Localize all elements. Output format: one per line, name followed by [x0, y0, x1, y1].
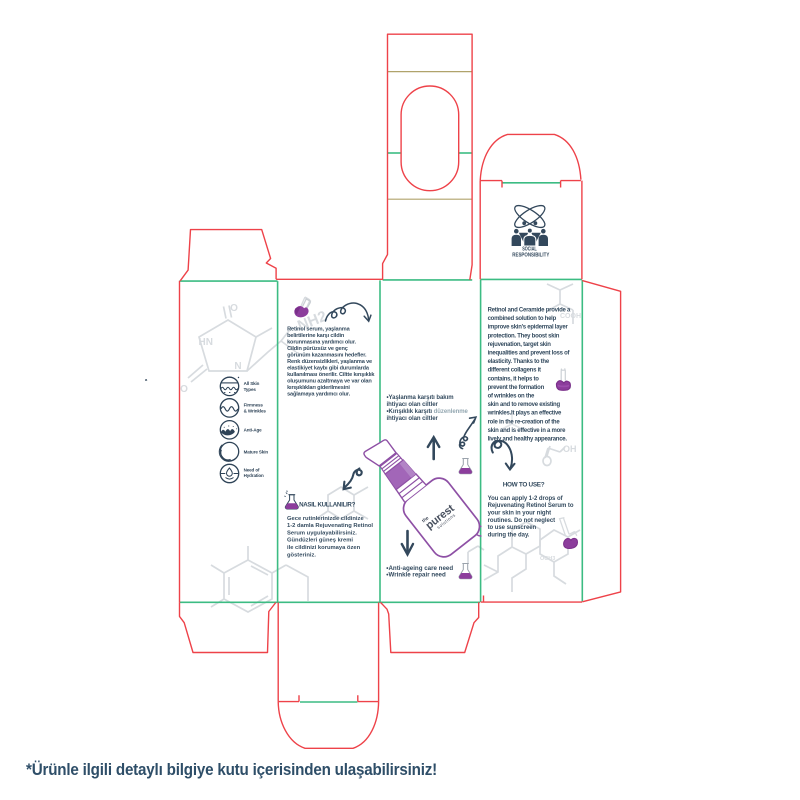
svg-text:•Yaşlanma karşıtı bakım: •Yaşlanma karşıtı bakım	[387, 395, 454, 401]
svg-text:the: the	[421, 515, 430, 524]
svg-text:NASIL KULLANILIR?: NASIL KULLANILIR?	[299, 501, 355, 508]
svg-text:OCH3: OCH3	[540, 556, 555, 562]
svg-text:lively and healthy appearance.: lively and healthy appearance.	[488, 437, 568, 443]
svg-text:Serum uygulayabilirsiniz.: Serum uygulayabilirsiniz.	[287, 530, 357, 536]
svg-text:Retinol serum, yaşlanma: Retinol serum, yaşlanma	[287, 326, 350, 332]
svg-text:N: N	[234, 361, 241, 372]
svg-text:rejuvenation, target skin: rejuvenation, target skin	[488, 342, 552, 348]
svg-text:belirtilerine karşı cildin: belirtilerine karşı cildin	[287, 333, 345, 339]
svg-text:You can apply 1-2 drops of: You can apply 1-2 drops of	[488, 496, 564, 502]
svg-text:Mature Skin: Mature Skin	[244, 449, 269, 454]
svg-text:•Wrinkle repair need: •Wrinkle repair need	[386, 572, 446, 579]
svg-text:O: O	[230, 303, 238, 314]
svg-text:ihtiyacı olan ciltler: ihtiyacı olan ciltler	[387, 402, 439, 408]
svg-text:sağlamaya yardımcı olur.: sağlamaya yardımcı olur.	[287, 391, 351, 397]
svg-text:COOH: COOH	[560, 313, 581, 320]
svg-text:kırışıklıkları giderilmesini: kırışıklıkları giderilmesini	[287, 385, 350, 391]
svg-text:HOW TO USE?: HOW TO USE?	[503, 481, 545, 488]
svg-text:HN: HN	[199, 337, 213, 348]
svg-text:ihtiyacı olan ciltler: ihtiyacı olan ciltler	[387, 416, 439, 422]
svg-text:different collagens it: different collagens it	[488, 368, 541, 374]
svg-text:during the day.: during the day.	[488, 532, 530, 538]
svg-text:elastikiyet kaybı gibi durumla: elastikiyet kaybı gibi durumlarda	[287, 365, 370, 371]
svg-text:of wrinkles on the: of wrinkles on the	[488, 394, 535, 400]
svg-text:protection. They boost skin: protection. They boost skin	[488, 333, 560, 339]
svg-text:Need of: Need of	[244, 467, 260, 472]
svg-text:SOCIAL: SOCIAL	[522, 247, 537, 253]
svg-text:kullanılması önerilir. Ciltte: kullanılması önerilir. Ciltte kırışıklık	[287, 372, 375, 378]
svg-text:Renk düzensizlikleri, yaşlanma: Renk düzensizlikleri, yaşlanma ve	[287, 359, 372, 365]
svg-text:skin and to remove existing: skin and to remove existing	[488, 402, 561, 408]
svg-text:Retinol and Ceramide provide a: Retinol and Ceramide provide a	[488, 308, 571, 314]
svg-text:Gece rutinlerinizde cildinize: Gece rutinlerinizde cildinize	[287, 516, 364, 522]
svg-text:All Skin: All Skin	[244, 381, 260, 386]
svg-text:O: O	[180, 384, 188, 395]
svg-text:gösteriniz.: gösteriniz.	[287, 552, 316, 558]
svg-text:role in the re-creation of the: role in the re-creation of the	[488, 419, 561, 425]
svg-text:routines. Do not neglect: routines. Do not neglect	[488, 518, 556, 524]
svg-text:improve skin's epidermal layer: improve skin's epidermal layer	[488, 325, 569, 331]
svg-text:Gündüzleri güneş kremi: Gündüzleri güneş kremi	[287, 538, 353, 544]
svg-text:prevent the formation: prevent the formation	[488, 385, 545, 391]
svg-text:Rejuvenating Retinol Serum to: Rejuvenating Retinol Serum to	[488, 503, 574, 509]
svg-text:korunmasına yardımcı olur.: korunmasına yardımcı olur.	[287, 339, 356, 345]
svg-text:1-2 damla Rejuvenating Retinol: 1-2 damla Rejuvenating Retinol	[287, 523, 373, 529]
svg-text:OH: OH	[563, 444, 577, 454]
svg-text:inequalities and prevent loss: inequalities and prevent loss of	[488, 351, 571, 357]
svg-text:skin and is effective in a mor: skin and is effective in a more	[488, 428, 567, 434]
svg-text:görünüm kazanmasını hedefler.: görünüm kazanmasını hedefler.	[287, 352, 367, 358]
svg-text:Types: Types	[244, 387, 257, 392]
svg-text:combined solution to help: combined solution to help	[488, 316, 557, 322]
svg-text:oluşumunu azaltmaya ve var ola: oluşumunu azaltmaya ve var olan	[287, 378, 372, 384]
svg-text:& Wrinkles: & Wrinkles	[244, 409, 267, 414]
svg-text:contains, it helps to: contains, it helps to	[488, 376, 540, 382]
svg-text:your skin in your night: your skin in your night	[488, 511, 552, 517]
svg-text:Anti-Age: Anti-Age	[244, 428, 263, 433]
svg-text:•Anti-ageing care need: •Anti-ageing care need	[386, 565, 453, 572]
svg-text:to use sunscreen: to use sunscreen	[488, 525, 537, 531]
svg-text:RESPONSIBILITY: RESPONSIBILITY	[512, 252, 549, 258]
svg-text:a: a	[145, 377, 148, 382]
svg-text:wrinkles.It plays an effective: wrinkles.It plays an effective	[487, 411, 562, 417]
svg-text:Cildin pürüzsüz ve genç: Cildin pürüzsüz ve genç	[287, 346, 348, 352]
svg-text:*Ürünle ilgili detaylı bilgiye: *Ürünle ilgili detaylı bilgiye kutu içer…	[26, 760, 437, 779]
svg-text:ile cildinizi korumaya özen: ile cildinizi korumaya özen	[287, 545, 361, 551]
svg-text:elasticity. Thanks to the: elasticity. Thanks to the	[488, 359, 550, 365]
svg-text:Hydration: Hydration	[244, 473, 264, 478]
svg-text:Firmness: Firmness	[244, 403, 264, 408]
svg-text:•Kırışıklık karşıtı düzenlenme: •Kırışıklık karşıtı düzenlenme	[387, 409, 469, 415]
